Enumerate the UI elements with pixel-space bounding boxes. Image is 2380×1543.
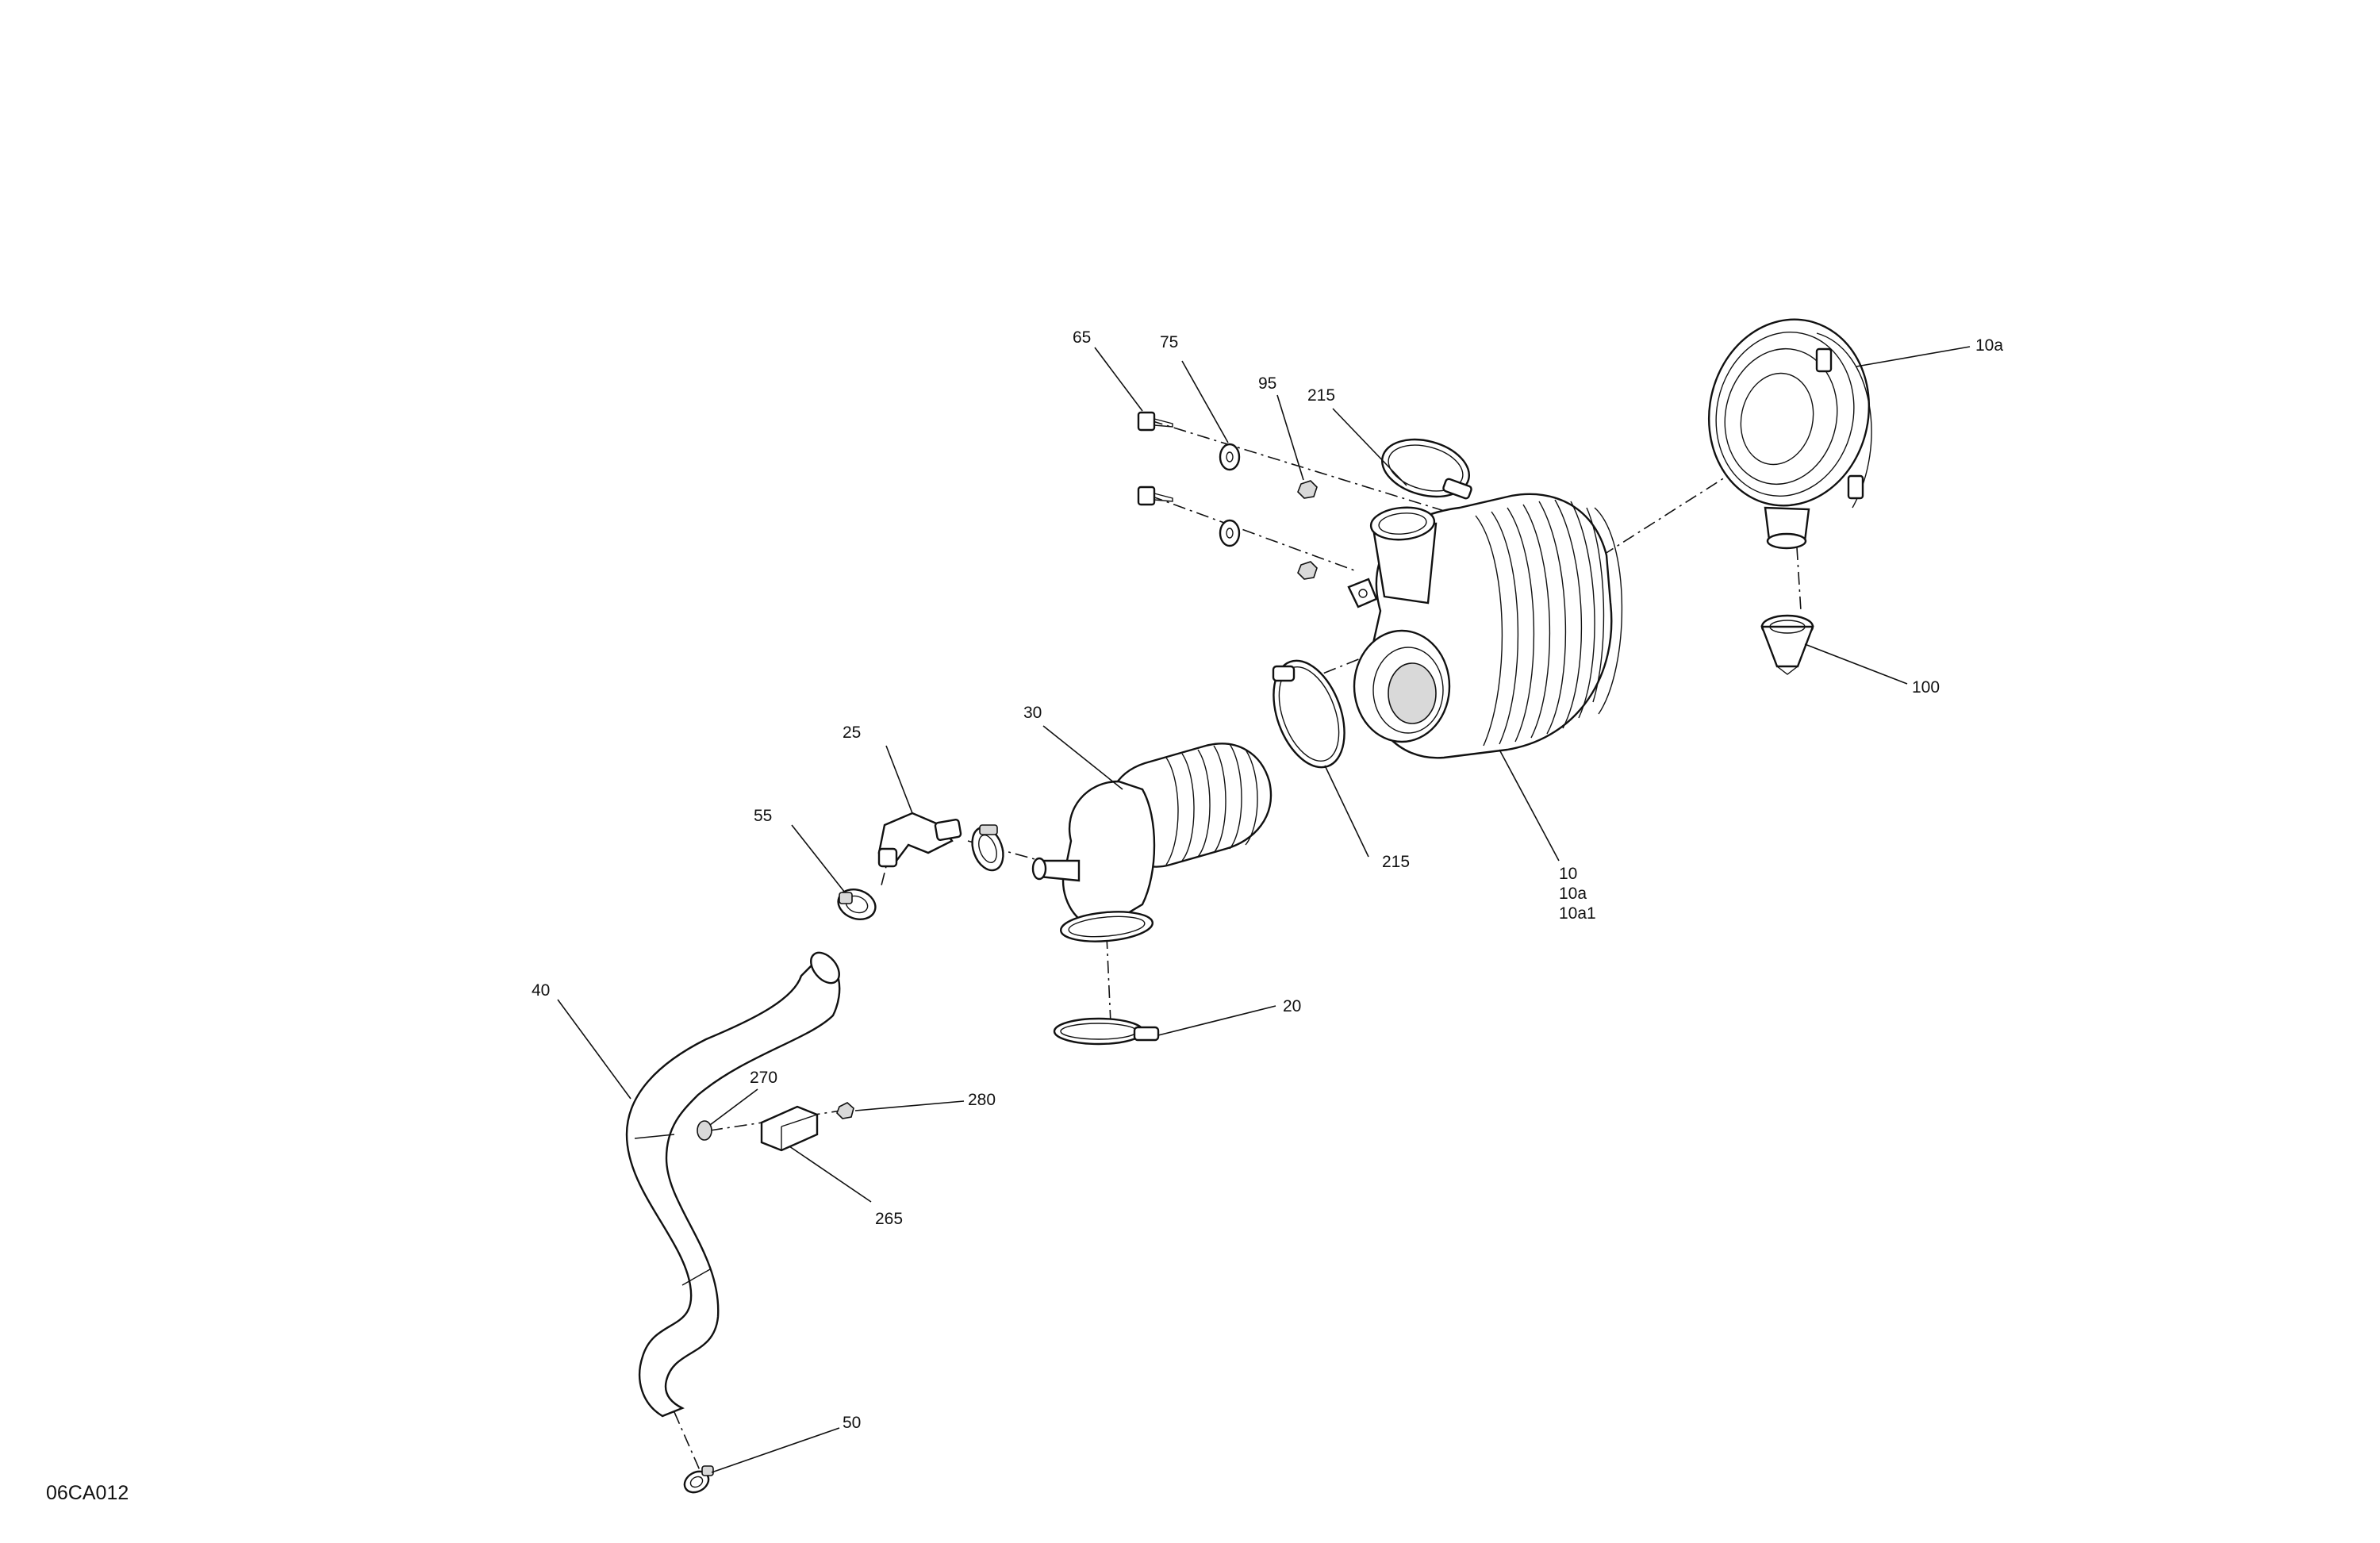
callout-10: 10: [1559, 865, 1577, 883]
callout-95: 95: [1258, 374, 1276, 393]
callout-20: 20: [1283, 997, 1301, 1015]
assembly-centerlines: [674, 420, 1802, 1476]
nut-280: [836, 1102, 854, 1119]
callout-10a1: 10a1: [1559, 904, 1596, 923]
dust-valve-100: [1760, 614, 1814, 675]
callout-55: 55: [754, 807, 772, 825]
callout-65: 65: [1073, 328, 1091, 347]
clamp-50: [683, 1465, 714, 1494]
clamp-20: [1053, 1017, 1160, 1046]
intake-duct-30: [1031, 743, 1273, 942]
callout-25: 25: [843, 724, 861, 742]
leader-lines: [557, 346, 1971, 1473]
elbow-fitting-25: [877, 812, 962, 868]
callout-labels: 65 75 95 215 10a 100 30 25 55 215 10 10a…: [532, 328, 2003, 1432]
drain-hose-40: [625, 951, 841, 1418]
callout-215-top: 215: [1307, 386, 1335, 405]
air-filter-housing: [1347, 493, 1623, 759]
hose-clip-small: [971, 824, 1004, 872]
callout-50: 50: [843, 1414, 861, 1432]
callout-30: 30: [1023, 704, 1042, 722]
screw-65: [1137, 411, 1173, 506]
callout-215-lower: 215: [1382, 853, 1410, 871]
callout-100: 100: [1912, 678, 1940, 697]
callout-40: 40: [532, 981, 550, 1000]
bracket-265: [760, 1105, 819, 1152]
washer-75: [1219, 443, 1241, 547]
callout-10a-cover: 10a: [1975, 336, 2003, 355]
nut-95: [1297, 480, 1318, 580]
callout-280: 280: [968, 1091, 996, 1109]
callout-265: 265: [875, 1210, 903, 1228]
hose-clamp-55: [837, 888, 877, 921]
filter-cover-10a: [1707, 318, 1872, 550]
clamp-215-lower: [1272, 659, 1345, 769]
diagram-reference-code: 06CA012: [46, 1482, 129, 1504]
callout-75: 75: [1160, 333, 1178, 351]
callout-10a: 10a: [1559, 885, 1587, 903]
screw-270: [697, 1120, 712, 1141]
callout-270: 270: [750, 1069, 777, 1087]
